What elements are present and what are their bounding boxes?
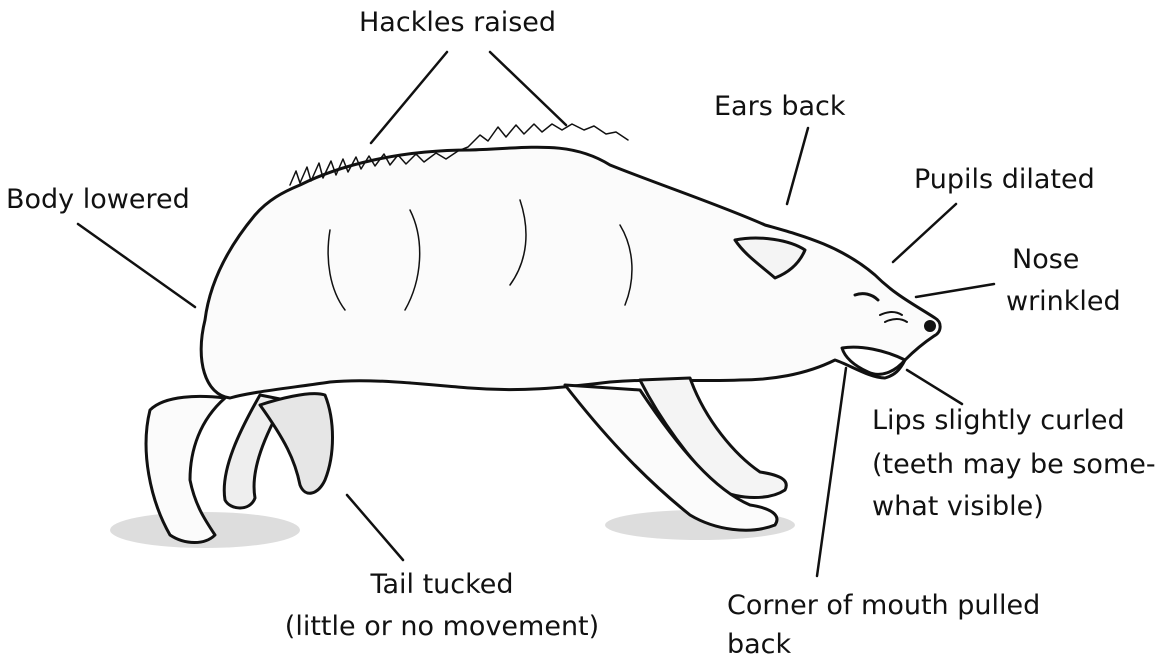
label-mouth-line-2: back bbox=[727, 628, 791, 661]
wolf-body bbox=[201, 147, 940, 398]
leader-body bbox=[78, 224, 195, 307]
label-nose-line-1: Nose bbox=[1012, 243, 1079, 276]
label-hackles-raised: Hackles raised bbox=[359, 6, 556, 39]
leader-tail bbox=[347, 495, 403, 560]
tucked-tail bbox=[260, 394, 333, 494]
nose-tip bbox=[924, 320, 936, 332]
leader-lips bbox=[907, 370, 962, 404]
leader-mouth bbox=[817, 368, 846, 576]
label-ears-back: Ears back bbox=[714, 90, 846, 123]
label-nose-line-2: wrinkled bbox=[1006, 285, 1121, 318]
leader-pupils bbox=[893, 204, 956, 262]
label-tail-line-1: Tail tucked bbox=[264, 568, 620, 601]
leader-nose bbox=[916, 284, 994, 297]
label-body-lowered: Body lowered bbox=[6, 183, 190, 216]
label-pupils-dilated: Pupils dilated bbox=[914, 163, 1095, 196]
label-mouth-line-1: Corner of mouth pulled bbox=[727, 589, 1040, 622]
leader-ears bbox=[787, 128, 808, 204]
label-lips-line-2: (teeth may be some- bbox=[872, 448, 1156, 481]
label-tail-line-2: (little or no movement) bbox=[264, 610, 620, 643]
label-lips-line-3: what visible) bbox=[872, 490, 1044, 523]
leader-hackles-left bbox=[371, 52, 447, 143]
leader-hackles-right bbox=[490, 52, 566, 125]
label-lips-line-1: Lips slightly curled bbox=[872, 404, 1125, 437]
